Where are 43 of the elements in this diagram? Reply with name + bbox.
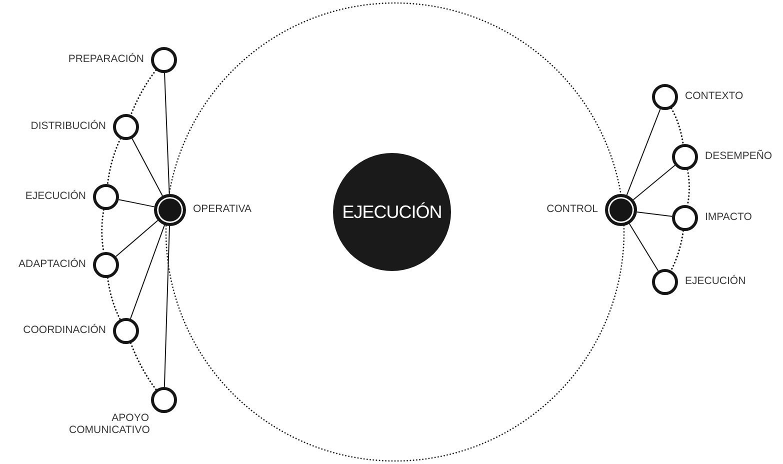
- dotted-arc: [130, 69, 157, 116]
- connector-line: [118, 199, 155, 208]
- node-circle: [151, 47, 177, 73]
- node-label: PREPARACIÓN: [68, 53, 144, 66]
- center-title: EJECUCIÓN: [342, 202, 442, 222]
- node-circle: [93, 252, 119, 278]
- hub-circle: [605, 194, 637, 226]
- hub-circle: [154, 194, 186, 226]
- connector-line: [164, 226, 170, 388]
- dotted-arc: [130, 342, 157, 390]
- dotted-arc: [106, 277, 121, 320]
- connector-line: [132, 138, 163, 196]
- dotted-arc: [106, 138, 122, 185]
- node-label: EJECUCIÓN: [25, 190, 86, 202]
- connector-line: [164, 72, 170, 195]
- node-circle: [652, 269, 678, 295]
- connector-line: [628, 223, 659, 272]
- connector-line: [130, 224, 166, 320]
- dotted-arc: [101, 209, 105, 253]
- dotted-arc: [670, 108, 684, 145]
- node-label: APOYO COMUNICATIVO: [69, 412, 149, 436]
- node-circle: [672, 144, 698, 170]
- node-label: CONTEXTO: [685, 90, 744, 102]
- node-label: DISTRIBUCIÓN: [30, 120, 106, 132]
- node-label: EJECUCIÓN: [685, 275, 746, 288]
- node-circle: [652, 84, 678, 110]
- connector-line: [626, 108, 661, 196]
- connector-line: [636, 211, 673, 217]
- dotted-arc: [670, 230, 684, 272]
- node-circle: [672, 205, 698, 231]
- dotted-arc: [686, 168, 690, 206]
- node-circle: [113, 318, 139, 344]
- connector-line: [115, 220, 158, 258]
- node-circle: [93, 184, 119, 210]
- node-label: ADAPTACIÓN: [18, 258, 86, 270]
- connector-line: [632, 164, 676, 200]
- node-circle: [151, 387, 177, 413]
- node-circle: [113, 114, 139, 140]
- node-label: COORDINACIÓN: [23, 324, 106, 336]
- node-label: DESEMPEÑO: [705, 150, 772, 162]
- node-label: OPERATIVA: [193, 203, 252, 216]
- node-label: IMPACTO: [705, 211, 752, 224]
- node-label: CONTROL: [546, 203, 598, 216]
